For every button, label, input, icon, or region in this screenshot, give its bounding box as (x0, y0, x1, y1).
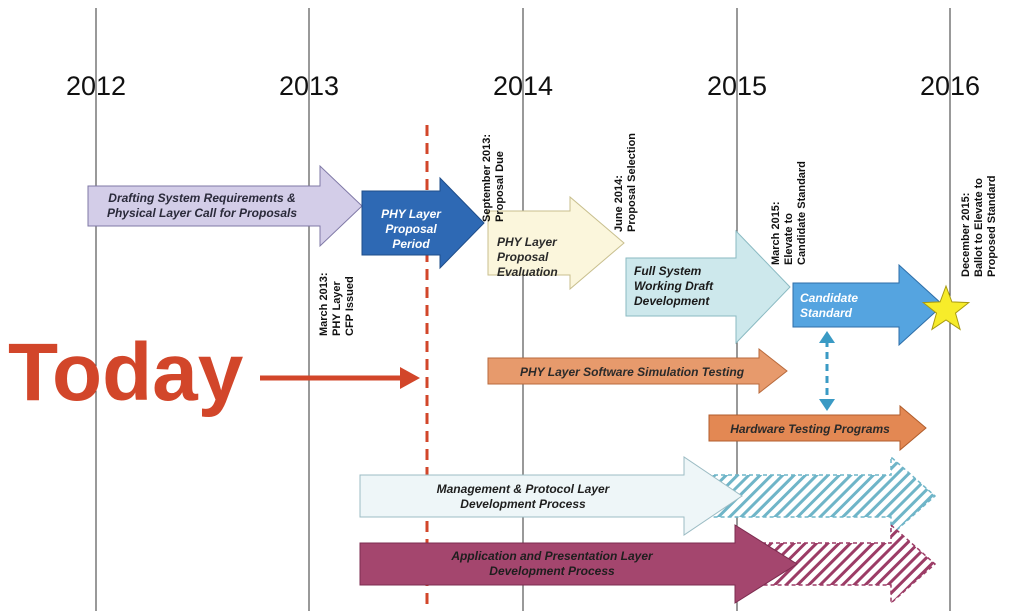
phase-label-drafting-line: Drafting System Requirements & (108, 191, 295, 205)
phase-label-full_system-line: Development (634, 294, 710, 308)
activity-label-management-line: Management & Protocol Layer (437, 482, 611, 496)
phase-label-phy_evaluation-line: PHY Layer (497, 235, 558, 249)
milestone-label: December 2015:Ballot to Elevate toPropos… (960, 176, 998, 277)
connector-arrowhead-down (819, 399, 835, 411)
phase-arrow-phy_proposal (361, 176, 485, 270)
milestone-label-line: Proposal Selection (626, 133, 638, 232)
milestone-december_2015: December 2015:Ballot to Elevate toPropos… (960, 176, 998, 277)
phase-label-candidate-line: Candidate (800, 291, 858, 305)
milestone-label: September 2013:Proposal Due (481, 134, 506, 222)
today-pointer-arrowhead (400, 367, 420, 389)
milestone-label-line: Ballot to Elevate to (973, 178, 985, 277)
milestone-september_2013: September 2013:Proposal Due (481, 134, 506, 222)
milestone-label-line: Candidate Standard (796, 161, 808, 265)
milestone-march_2013: March 2013:PHY LayerCFP Issued (318, 272, 356, 336)
milestone-label-line: March 2015: (770, 201, 782, 265)
phase-arrow-drafting (87, 164, 363, 248)
phase-label-drafting: Drafting System Requirements &Physical L… (107, 191, 297, 220)
phase-label-full_system-line: Full System (634, 264, 702, 278)
milestone-label-line: CFP Issued (344, 276, 356, 336)
milestone-label-line: June 2014: (613, 175, 625, 232)
star-icon (921, 284, 971, 331)
year-label: 2015 (707, 71, 767, 101)
phase-label-phy_proposal-line: Proposal (385, 222, 437, 236)
activity-label-application-line: Development Process (489, 564, 615, 578)
activity-extension-application (747, 523, 937, 605)
year-label: 2016 (920, 71, 980, 101)
activity-label-management-line: Development Process (460, 497, 586, 511)
phase-label-phy_proposal-line: Period (392, 237, 430, 251)
phase-arrow-phy_evaluation (487, 195, 625, 291)
year-label: 2012 (66, 71, 126, 101)
activity-arrow-hardware_testing (708, 404, 927, 452)
phase-label-full_system-line: Working Draft (634, 279, 714, 293)
phase-label-phy_proposal-line: PHY Layer (381, 207, 442, 221)
activity-label-application-line: Application and Presentation Layer (450, 549, 654, 563)
milestone-june_2014: June 2014:Proposal Selection (613, 133, 638, 232)
activity-arrow-application (359, 524, 798, 604)
milestone-label-line: Proposed Standard (986, 176, 998, 277)
connector-arrowhead-up (819, 331, 835, 343)
milestone-label-line: PHY Layer (331, 280, 343, 336)
milestone-label-line: September 2013: (481, 134, 493, 222)
activity-arrow-management (359, 456, 743, 536)
phase-label-phy_evaluation-line: Proposal (497, 250, 549, 264)
activity-extension-management (699, 455, 937, 537)
activity-label-hardware_testing: Hardware Testing Programs (730, 422, 890, 436)
year-label: 2014 (493, 71, 553, 101)
milestone-label-line: March 2013: (318, 272, 330, 336)
activity-arrow-software_testing (487, 347, 788, 395)
phase-arrow-full_system (625, 229, 791, 345)
year-label: 2013 (279, 71, 339, 101)
milestone-march_2015: March 2015:Elevate toCandidate Standard (770, 161, 808, 265)
milestone-label-line: Elevate to (783, 213, 795, 265)
phase-label-candidate-line: Standard (800, 306, 853, 320)
today-label: Today (8, 327, 244, 418)
phase-label-drafting-line: Physical Layer Call for Proposals (107, 206, 297, 220)
milestone-label: March 2015:Elevate toCandidate Standard (770, 161, 808, 265)
milestone-label: March 2013:PHY LayerCFP Issued (318, 272, 356, 336)
milestone-label-line: December 2015: (960, 193, 972, 277)
milestone-label-line: Proposal Due (494, 151, 506, 222)
milestone-label: June 2014:Proposal Selection (613, 133, 638, 232)
phase-arrow-candidate (792, 263, 944, 347)
activity-label-hardware_testing-line: Hardware Testing Programs (730, 422, 890, 436)
activity-label-software_testing-line: PHY Layer Software Simulation Testing (520, 365, 745, 379)
activity-label-software_testing: PHY Layer Software Simulation Testing (520, 365, 745, 379)
phase-label-phy_evaluation-line: Evaluation (497, 265, 558, 279)
